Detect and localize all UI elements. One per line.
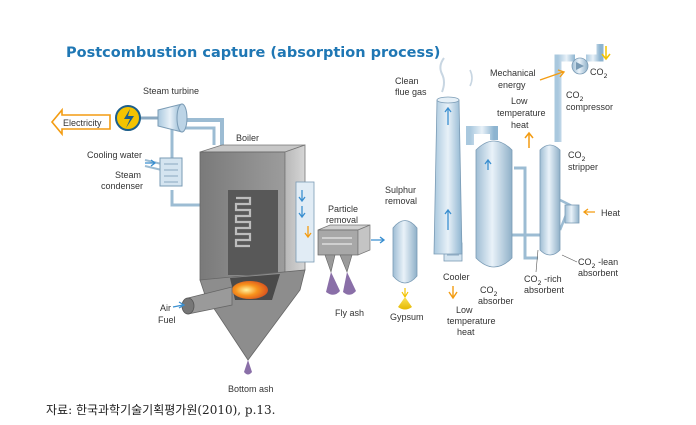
steam-turbine: Steam turbine <box>143 86 199 133</box>
chimney: Clean flue gas <box>395 57 473 255</box>
sulphur-removal-unit: Sulphur removal Gypsum <box>385 185 424 322</box>
co2-out-arrow-icon <box>601 46 611 61</box>
sulphur-removal-label-2: removal <box>385 196 417 206</box>
smoke-icon <box>439 57 445 93</box>
low-temp-heat-top-1: Low <box>511 96 528 106</box>
gypsum-label: Gypsum <box>390 312 424 322</box>
steam-condenser-label-1: Steam <box>115 170 141 180</box>
sulphur-removal-label-1: Sulphur <box>385 185 416 195</box>
particle-removal-unit: Particle removal Fly ash <box>317 204 386 318</box>
energy-arrow-icon <box>539 69 566 81</box>
down-arrow-icon <box>304 226 312 239</box>
low-temp-heat-bottom-3: heat <box>457 327 475 337</box>
clean-flue-gas-label-2: flue gas <box>395 87 427 97</box>
gypsum-pile <box>398 297 412 310</box>
co2-absorber: CO2 absorber <box>475 140 514 306</box>
low-temp-heat-top: Low temperature heat <box>497 96 546 148</box>
steam-condenser: Cooling water Steam condenser <box>87 150 183 191</box>
particle-removal-label-2: removal <box>326 215 358 225</box>
co2-compressor-label-2: compressor <box>566 102 613 112</box>
down-arrow-icon <box>298 206 306 219</box>
clean-flue-gas-label-1: Clean <box>395 76 419 86</box>
co2-lean-label-2: absorbent <box>578 268 619 278</box>
air-arrow-icon <box>172 301 186 309</box>
electricity-label: Electricity <box>63 118 102 128</box>
co2-lean-label-1: CO2 -lean <box>578 257 618 270</box>
bottom-ash-label: Bottom ash <box>228 384 274 394</box>
fly-ash-label: Fly ash <box>335 308 364 318</box>
source-note: 자료: 한국과학기술기획평가원(2010), p.13. <box>46 403 276 417</box>
cooling-water-in-arrow <box>145 159 157 167</box>
cooling-water-label: Cooling water <box>87 150 142 160</box>
mechanical-energy-label-2: energy <box>498 80 526 90</box>
electricity-arrow: Electricity <box>50 107 111 137</box>
up-arrow-icon <box>444 106 452 125</box>
cooler-label: Cooler <box>443 272 470 282</box>
low-temp-heat-bottom-1: Low <box>456 305 473 315</box>
down-arrow-icon <box>298 190 306 203</box>
steam-condenser-label-2: condenser <box>101 181 143 191</box>
boiler-label: Boiler <box>236 133 259 143</box>
low-temp-heat-top-2: temperature <box>497 108 546 118</box>
fuel-label: Fuel <box>158 315 176 325</box>
flow-arrow-icon <box>371 236 386 244</box>
co2-rich-label-2: absorbent <box>524 285 565 295</box>
low-temp-heat-bottom-2: temperature <box>447 316 496 326</box>
mechanical-energy-label-1: Mechanical <box>490 68 536 78</box>
co2-compressor: Mechanical energy CO2 CO2 compressor <box>490 46 613 112</box>
bottom-ash-drop <box>244 360 252 375</box>
boiler: Boiler <box>181 133 315 375</box>
air-label: Air <box>160 303 171 313</box>
co2-stripper: CO2 stripper Heat CO2 -lean absorbent CO… <box>524 144 621 295</box>
up-arrow-icon <box>524 131 534 148</box>
co2-stripper-label-2: stripper <box>568 162 598 172</box>
flame-icon <box>232 281 268 299</box>
co2-rich-label-1: CO2 -rich <box>524 274 562 287</box>
heat-arrow-icon <box>582 208 595 216</box>
down-arrow-icon <box>448 286 458 300</box>
low-temp-heat-top-3: heat <box>511 120 529 130</box>
up-arrow-icon <box>444 208 452 230</box>
heat-label: Heat <box>601 208 621 218</box>
co2-absorber-label-1: CO2 <box>480 285 498 298</box>
page-title: Postcombustion capture (absorption proce… <box>66 45 440 61</box>
up-arrow-icon <box>484 158 492 170</box>
co2-absorber-label-2: absorber <box>478 296 514 306</box>
pipe-network <box>144 44 604 260</box>
generator <box>115 105 158 131</box>
lightning-icon <box>124 109 134 128</box>
steam-turbine-label: Steam turbine <box>143 86 199 96</box>
co2-stripper-label-1: CO2 <box>568 150 586 163</box>
co2-compressor-label-1: CO2 <box>566 90 584 103</box>
air-fuel-inlet: Air Fuel <box>158 301 186 325</box>
particle-removal-label-1: Particle <box>328 204 358 214</box>
co2-product-label: CO2 <box>590 67 608 80</box>
